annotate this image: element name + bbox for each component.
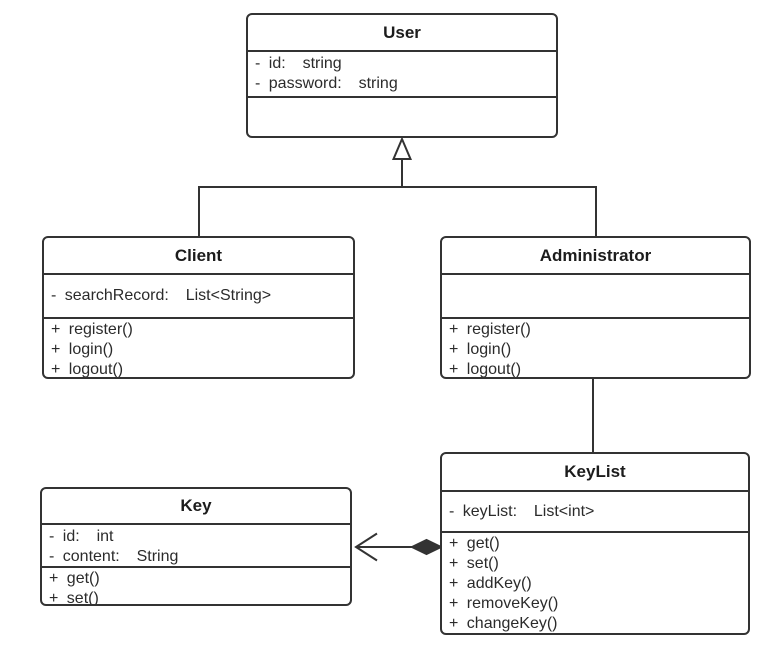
attributes-compartment-key: - id: int - content: String <box>42 525 350 568</box>
class-name-client: Client <box>44 238 353 275</box>
attributes-compartment-client: - searchRecord: List<String> <box>44 275 353 319</box>
method-line: + register() <box>449 321 531 338</box>
method-line: + set() <box>449 555 499 572</box>
composition-diamond-icon <box>409 538 444 556</box>
method-line: + register() <box>51 321 133 338</box>
attribute-line: - searchRecord: List<String> <box>51 287 272 304</box>
method-line: + get() <box>49 570 100 587</box>
class-box-client: Client - searchRecord: List<String> + re… <box>42 236 355 379</box>
attributes-compartment-keylist: - keyList: List<int> <box>442 492 748 533</box>
class-box-key: Key - id: int - content: String + get() … <box>40 487 352 606</box>
methods-compartment-keylist: + get() + set() + addKey() + removeKey()… <box>442 533 748 633</box>
method-line: + set() <box>49 590 99 606</box>
method-line: + login() <box>51 341 114 358</box>
method-line: + changeKey() <box>449 615 558 632</box>
method-line: + addKey() <box>449 575 532 592</box>
methods-compartment-user <box>248 98 556 136</box>
attribute-line: - password: string <box>255 75 398 92</box>
method-line: + removeKey() <box>449 595 559 612</box>
methods-compartment-administrator: + register() + login() + logout() <box>442 319 749 378</box>
methods-compartment-key: + get() + set() <box>42 568 350 606</box>
attribute-line: - id: int <box>49 528 114 545</box>
method-line: + login() <box>449 341 512 358</box>
attributes-compartment-user: - id: string - password: string <box>248 52 556 98</box>
attribute-line: - content: String <box>49 548 179 565</box>
class-name-administrator: Administrator <box>442 238 749 275</box>
method-line: + logout() <box>51 361 124 378</box>
class-box-user: User - id: string - password: string <box>246 13 558 138</box>
methods-compartment-client: + register() + login() + logout() <box>44 319 353 378</box>
generalization-triangle-icon <box>391 136 413 160</box>
method-line: + logout() <box>449 361 522 378</box>
attribute-line: - keyList: List<int> <box>449 502 595 520</box>
open-arrowhead-icon <box>354 532 378 562</box>
method-line: + get() <box>449 535 500 552</box>
class-name-user: User <box>248 15 556 52</box>
attribute-line: - id: string <box>255 55 342 72</box>
class-box-keylist: KeyList - keyList: List<int> + get() + s… <box>440 452 750 635</box>
attributes-compartment-administrator <box>442 275 749 319</box>
class-box-administrator: Administrator + register() + login() + l… <box>440 236 751 379</box>
class-name-key: Key <box>42 489 350 525</box>
class-name-keylist: KeyList <box>442 454 748 492</box>
